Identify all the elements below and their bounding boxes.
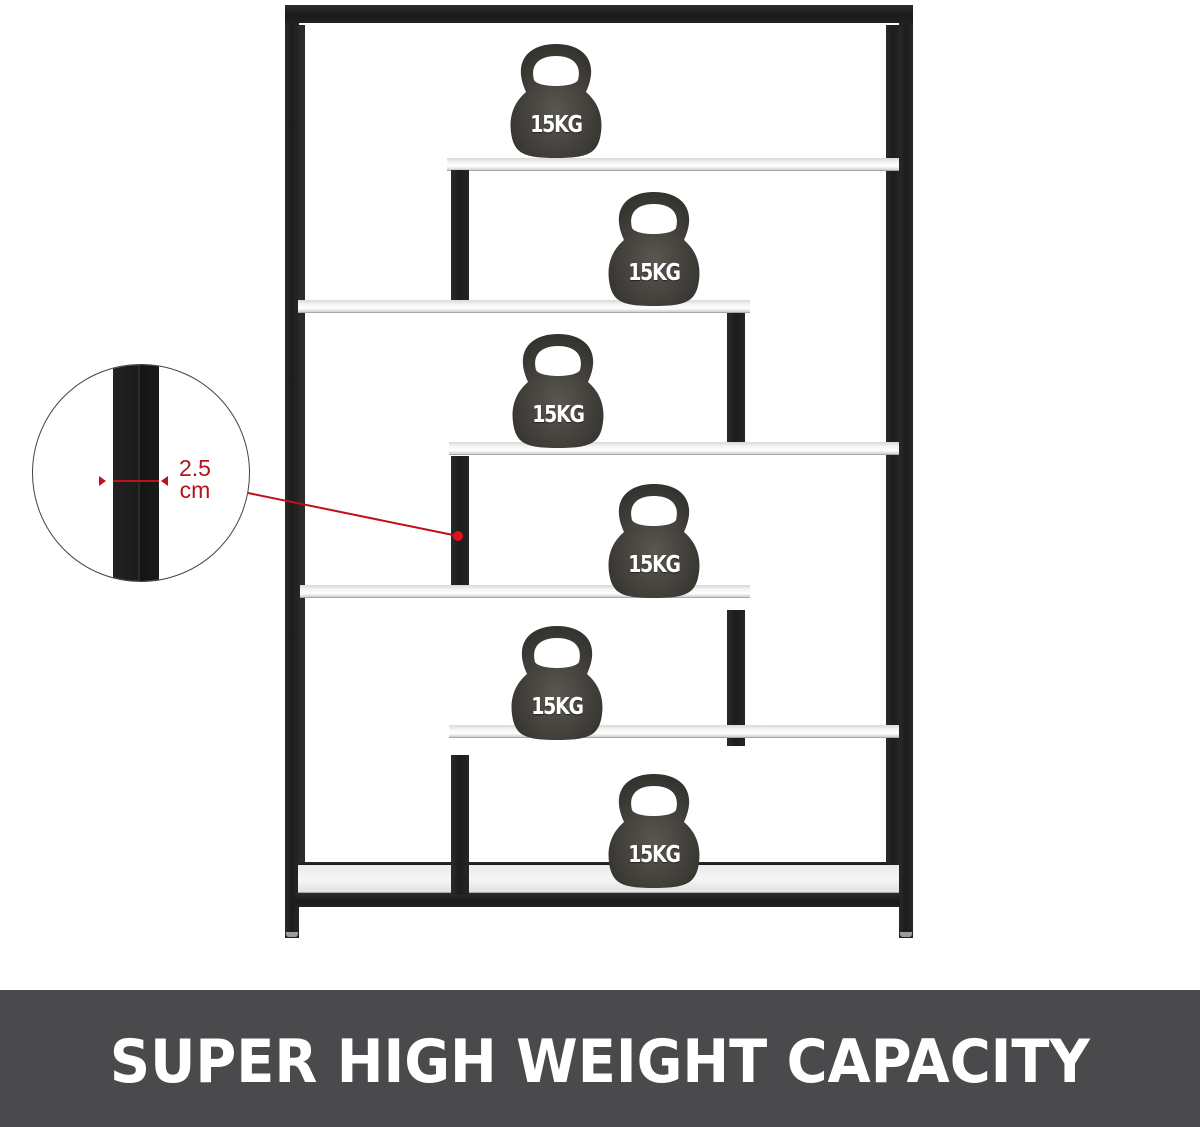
measure-line [113, 480, 159, 482]
frame-bottom-rail [300, 862, 890, 866]
shelf-divider-2 [727, 313, 745, 455]
kettlebell-4: 15KG [606, 482, 702, 600]
frame-bottom-bar [295, 893, 900, 907]
kettlebell-icon [608, 774, 700, 888]
feature-banner: SUPER HIGH WEIGHT CAPACITY [0, 990, 1200, 1127]
kettlebell-weight-label: 15KG [628, 552, 681, 578]
kettlebell-icon [608, 484, 700, 598]
kettlebell-icon [512, 334, 604, 448]
measure-arrow-right-icon [161, 476, 168, 486]
kettlebell-weight-label: 15KG [531, 694, 584, 720]
kettlebell-weight-label: 15KG [532, 402, 585, 428]
frame-right-upright [899, 5, 913, 938]
measurement-label: 2.5 cm [179, 455, 211, 503]
kettlebell-1: 15KG [508, 42, 604, 160]
kettlebell-3: 15KG [510, 332, 606, 450]
kettlebell-icon [510, 44, 602, 158]
tube-thickness-callout: 2.5 cm [32, 364, 250, 582]
kettlebell-icon [608, 192, 700, 306]
kettlebell-5: 15KG [509, 624, 605, 742]
measure-arrow-left-icon [99, 476, 106, 486]
product-image: 15KG 15KG 15KG [32, 5, 913, 938]
shelf-6-left [298, 865, 451, 893]
frame-top-bar [285, 5, 913, 23]
banner-headline: SUPER HIGH WEIGHT CAPACITY [110, 1026, 1090, 1097]
shelf-divider-3 [451, 456, 469, 598]
kettlebell-weight-label: 15KG [628, 842, 681, 868]
measurement-value: 2.5 [179, 455, 211, 481]
tube-closeup [113, 365, 159, 581]
shelf-divider-4 [727, 610, 745, 746]
shelf-divider-5 [451, 755, 469, 895]
measurement-unit: cm [179, 477, 211, 503]
shelf-1 [447, 158, 899, 171]
frame-left-upright [285, 5, 299, 938]
frame-right-inner-post [886, 25, 900, 905]
frame-foot-right [900, 932, 912, 937]
frame-left-inner-post [299, 25, 305, 905]
frame-foot-left [286, 932, 298, 937]
shelf-divider-1 [451, 170, 469, 308]
kettlebell-weight-label: 15KG [628, 260, 681, 286]
kettlebell-2: 15KG [606, 190, 702, 308]
kettlebell-6: 15KG [606, 772, 702, 890]
kettlebell-weight-label: 15KG [530, 112, 583, 138]
kettlebell-icon [511, 626, 603, 740]
